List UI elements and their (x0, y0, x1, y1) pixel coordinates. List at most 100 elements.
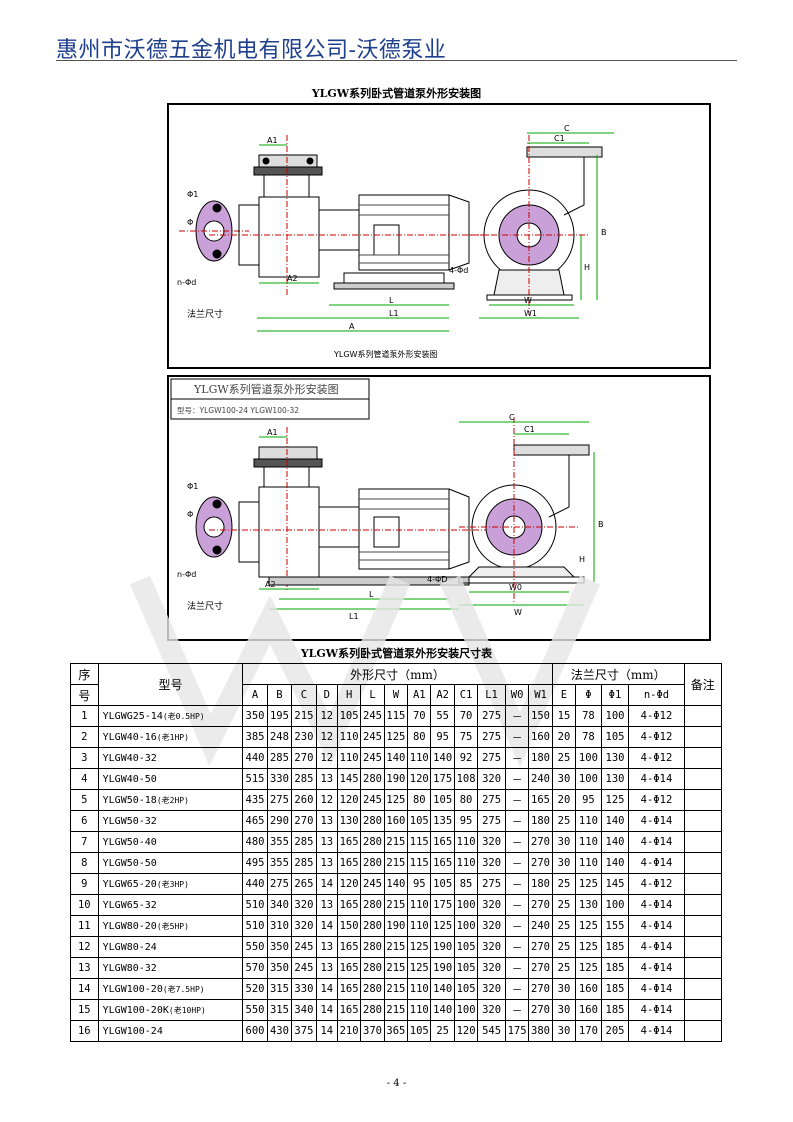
cell-value: 215 (383, 978, 409, 1000)
row-model: YLGW40-50 (97, 768, 244, 790)
col-header: C (291, 684, 317, 706)
cell-value: 30 (551, 852, 577, 874)
cell-value: 245 (360, 747, 385, 769)
row-seq: 16 (70, 1020, 99, 1042)
cell-value: 275 (477, 726, 506, 748)
cell-value: 95 (407, 873, 432, 895)
col-header: Φ1 (600, 684, 630, 706)
cell-value: 4-Φ14 (628, 936, 685, 958)
cell-value: 140 (383, 873, 409, 895)
cell-value: 70 (407, 705, 432, 727)
cell-value: 110 (453, 852, 479, 874)
row-model: YLGW40-32 (97, 747, 244, 769)
dim-phi1: Φ1 (187, 190, 198, 199)
row-seq: 10 (70, 894, 99, 916)
cell-value: 115 (407, 852, 432, 874)
cell-value: － (504, 705, 530, 727)
cell-value: 100 (575, 768, 602, 790)
cell-value: 120 (336, 873, 362, 895)
dim-c1: C1 (554, 134, 565, 143)
row-seq: 2 (70, 726, 99, 748)
col-header: A2 (430, 684, 455, 706)
cell-value: 185 (600, 936, 630, 958)
cell-value: 340 (291, 999, 317, 1021)
cell-value: 175 (430, 768, 455, 790)
cell-value: 350 (266, 936, 293, 958)
dim-c: C (564, 124, 570, 133)
cell-value: 185 (600, 957, 630, 979)
model-name: YLGW50-40 (102, 836, 157, 848)
cell-value: 310 (266, 915, 293, 937)
pump-drawing-2: YLGW系列管道泵外形安装图 型号：YLGW100-24 YLGW100-32 (170, 378, 604, 621)
cell-value: 320 (291, 915, 317, 937)
cell-value: 280 (360, 894, 385, 916)
row-model: YLGW50-50 (97, 852, 244, 874)
cell-value: 80 (407, 789, 432, 811)
cell-value: 215 (383, 894, 409, 916)
cell-value: 280 (360, 810, 385, 832)
cell-value: 185 (600, 978, 630, 1000)
row-model: YLGW100-24 (97, 1020, 244, 1042)
cell-value: 320 (477, 852, 506, 874)
cell-value: 270 (528, 978, 553, 1000)
cell-value: 140 (600, 810, 630, 832)
cell-value: 20 (551, 789, 577, 811)
model-name: YLGW80-24 (102, 941, 157, 953)
cell-value: 140 (383, 747, 409, 769)
dim2-phi1: Φ1 (187, 482, 198, 491)
cell-value: 135 (430, 810, 455, 832)
row-model: YLGW50-40 (97, 831, 244, 853)
cell-value: － (504, 747, 530, 769)
dim-w: W (524, 296, 532, 305)
cell-value: 280 (360, 999, 385, 1021)
cell-value: 180 (528, 810, 553, 832)
cell-value: 125 (430, 915, 455, 937)
dim2-h: H (579, 555, 585, 564)
cell-value: 4-Φ14 (628, 957, 685, 979)
figure2-model-line: 型号：YLGW100-24 YLGW100-32 (177, 406, 299, 415)
cell-value: 14 (315, 978, 338, 1000)
col-header: W (383, 684, 409, 706)
cell-value: 320 (477, 999, 506, 1021)
cell-value: 265 (291, 873, 317, 895)
cell-value: 25 (551, 915, 577, 937)
cell-value: 260 (291, 789, 317, 811)
figure2-drawing: YLGW系列管道泵外形安装图 型号：YLGW100-24 YLGW100-32 (167, 375, 711, 641)
cell-value: 185 (600, 999, 630, 1021)
row-seq: 9 (70, 873, 99, 895)
cell-value: 12 (315, 747, 338, 769)
cell-value: － (504, 789, 530, 811)
cell-value: 4-Φ14 (628, 810, 685, 832)
cell-value: 355 (266, 831, 293, 853)
dim-phi: Φ (187, 218, 193, 227)
cell-value: 13 (315, 831, 338, 853)
cell-note (683, 978, 723, 1000)
cell-value: 245 (360, 789, 385, 811)
cell-note (683, 852, 723, 874)
cell-value: 280 (360, 831, 385, 853)
cell-value: 85 (453, 873, 479, 895)
cell-value: 165 (430, 831, 455, 853)
cell-note (683, 789, 723, 811)
cell-value: 215 (383, 852, 409, 874)
model-name: YLGW65-20 (102, 878, 157, 890)
cell-value: 240 (528, 915, 553, 937)
cell-value: 150 (528, 705, 553, 727)
dim2-c1: C1 (524, 425, 535, 434)
cell-value: 290 (266, 810, 293, 832)
cell-value: 320 (477, 936, 506, 958)
header-outline: 外形尺寸（mm） (242, 663, 553, 685)
row-seq: 5 (70, 789, 99, 811)
cell-value: － (504, 978, 530, 1000)
row-seq: 8 (70, 852, 99, 874)
cell-value: － (504, 873, 530, 895)
row-seq: 6 (70, 810, 99, 832)
cell-value: 125 (575, 873, 602, 895)
cell-value: 275 (266, 873, 293, 895)
header-seq-top: 序 (70, 663, 99, 685)
cell-value: 440 (242, 747, 268, 769)
cell-value: 275 (477, 810, 506, 832)
